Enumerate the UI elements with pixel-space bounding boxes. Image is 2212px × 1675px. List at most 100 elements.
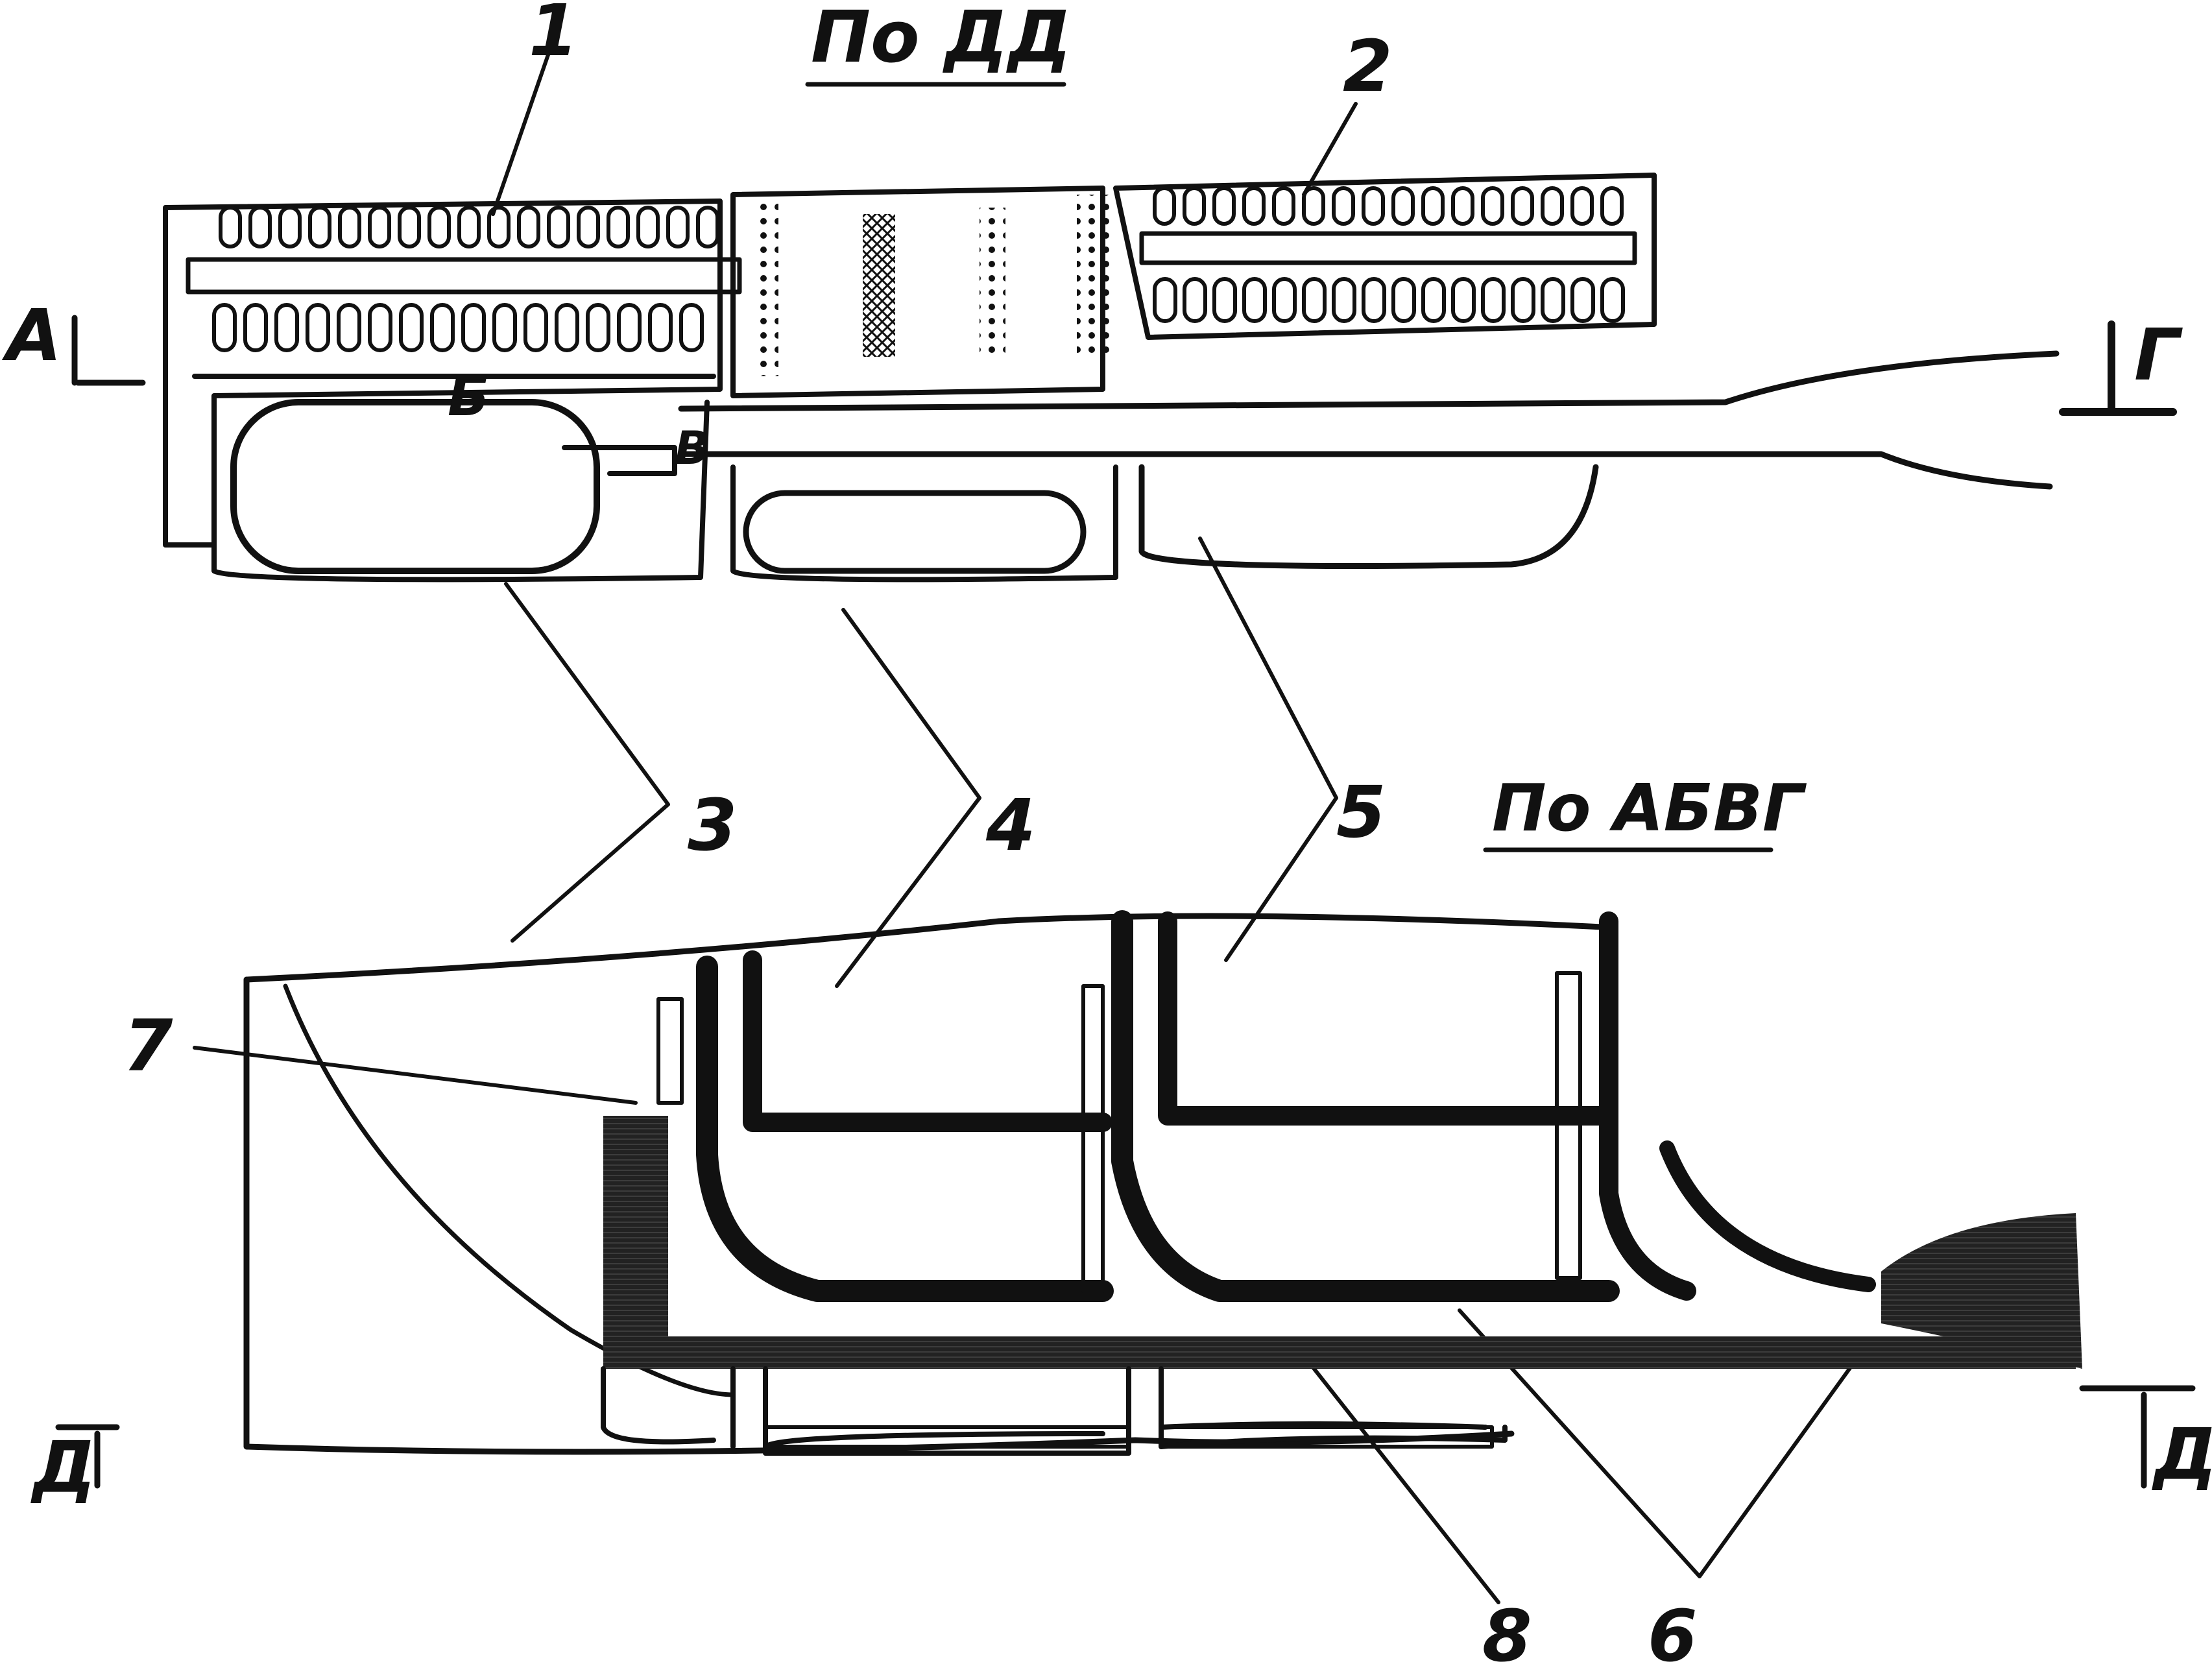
dark-shaft-end bbox=[1881, 1213, 2082, 1369]
cavity-5 bbox=[1138, 464, 1599, 569]
leader-2 bbox=[1302, 102, 1358, 197]
coil-turn bbox=[1600, 186, 1624, 226]
coil-turn bbox=[1570, 186, 1594, 226]
coil-turn bbox=[696, 206, 719, 248]
mark-a-line bbox=[71, 315, 146, 386]
mark-b-label: Б bbox=[448, 365, 490, 429]
coil-turn bbox=[487, 206, 511, 248]
coil-turn bbox=[1212, 186, 1236, 226]
coil-turn bbox=[427, 206, 451, 248]
coil-turn bbox=[430, 303, 455, 352]
coil-turn bbox=[1451, 277, 1476, 323]
middle-hatch-right bbox=[980, 208, 1005, 357]
coil-turn bbox=[212, 303, 237, 352]
coil-turn bbox=[648, 303, 673, 352]
coil-turn bbox=[1541, 186, 1564, 226]
coil-turn bbox=[1272, 186, 1295, 226]
slot-right-channel bbox=[1599, 911, 1696, 1301]
coil-turn bbox=[1362, 186, 1385, 226]
coil-turn bbox=[243, 303, 268, 352]
coil-turn bbox=[1212, 277, 1237, 323]
bottom-section-title: По АБВГ bbox=[1492, 770, 1807, 846]
coil-turn bbox=[517, 206, 540, 248]
coil-turn bbox=[1391, 277, 1416, 323]
mark-v-label: В bbox=[675, 422, 709, 475]
slot-5-channel bbox=[1111, 910, 1620, 1302]
oval-4-housing bbox=[730, 464, 1118, 583]
coil-turn bbox=[219, 206, 242, 248]
mark-g-line bbox=[2059, 320, 2177, 416]
strip-right bbox=[1555, 971, 1582, 1280]
hatched-oval-4 bbox=[743, 490, 1087, 574]
leader-3 bbox=[504, 582, 670, 943]
coil-turn bbox=[547, 206, 570, 248]
coil-turn bbox=[274, 303, 299, 352]
coil-turn bbox=[679, 303, 704, 352]
coil-turn bbox=[1362, 277, 1386, 323]
coil-turn bbox=[607, 206, 630, 248]
mark-d-right-label: Д bbox=[2152, 1413, 2212, 1496]
coil-turn bbox=[308, 206, 331, 248]
coil-turn bbox=[1242, 186, 1266, 226]
hatched-oval-3 bbox=[230, 399, 600, 574]
coil-turn bbox=[555, 303, 579, 352]
slot-right-curve bbox=[1659, 1140, 1876, 1292]
section-mark-d-left: Д bbox=[30, 1424, 120, 1509]
coil-turn bbox=[368, 206, 391, 248]
coil-turn bbox=[1332, 186, 1355, 226]
lower-block-mid bbox=[763, 1366, 1131, 1456]
coil-turn bbox=[337, 303, 361, 352]
middle-hatch-center bbox=[863, 214, 895, 357]
mark-d-left-line bbox=[55, 1424, 120, 1489]
coil-turn bbox=[1302, 277, 1327, 323]
lower-pad-right bbox=[1159, 1425, 1494, 1449]
middle-hatch-edge bbox=[1077, 195, 1109, 357]
left-stator-outline bbox=[163, 199, 723, 548]
right-bar bbox=[1139, 231, 1637, 265]
coil-turn bbox=[617, 303, 642, 352]
mark-a-label: А bbox=[1, 294, 62, 377]
coil-turn bbox=[1242, 277, 1267, 323]
callout-5: 5 bbox=[1336, 771, 1386, 854]
coil-turn bbox=[1600, 277, 1625, 323]
top-section bbox=[163, 43, 2060, 583]
callout-6: 6 bbox=[1648, 1595, 1698, 1675]
lower-pad-mid bbox=[763, 1425, 1131, 1449]
section-mark-d-right: Д bbox=[2079, 1385, 2212, 1496]
top-section-title: По ДД bbox=[811, 0, 1072, 78]
coil-turn bbox=[461, 303, 486, 352]
coil-turn bbox=[1481, 277, 1506, 323]
coil-turn bbox=[1332, 277, 1356, 323]
middle-block-outline bbox=[730, 186, 1105, 398]
middle-hatch-left bbox=[752, 201, 778, 376]
coil-turn bbox=[1183, 186, 1206, 226]
bottom-curved-edge bbox=[283, 983, 736, 1397]
coil-turn bbox=[586, 303, 610, 352]
left-winding-rows bbox=[212, 206, 719, 352]
coil-turn bbox=[1421, 277, 1446, 323]
leader-5 bbox=[1198, 536, 1338, 962]
callout-4: 4 bbox=[985, 784, 1036, 867]
coil-turn bbox=[1302, 186, 1325, 226]
leader-4 bbox=[835, 608, 981, 988]
section-mark-a: А bbox=[1, 294, 146, 386]
coil-turn bbox=[1153, 277, 1177, 323]
right-winding-rows bbox=[1153, 186, 1625, 323]
point-v-detail bbox=[562, 445, 677, 476]
coil-turn bbox=[523, 303, 548, 352]
leader-7 bbox=[193, 1046, 638, 1105]
coil-turn bbox=[1570, 277, 1595, 323]
coil-turn bbox=[1391, 186, 1415, 226]
coil-turn bbox=[278, 206, 302, 248]
mark-d-left-label: Д bbox=[30, 1426, 96, 1509]
right-stator-outline bbox=[1113, 173, 1657, 340]
callout-2: 2 bbox=[1343, 25, 1393, 108]
leader-8 bbox=[1302, 1354, 1500, 1604]
coil-turn bbox=[457, 206, 481, 248]
slot-4-inner bbox=[743, 950, 1112, 1132]
dark-body bbox=[603, 1116, 2076, 1369]
coil-turn bbox=[636, 206, 660, 248]
coil-turn bbox=[398, 206, 421, 248]
left-bar bbox=[186, 257, 742, 295]
